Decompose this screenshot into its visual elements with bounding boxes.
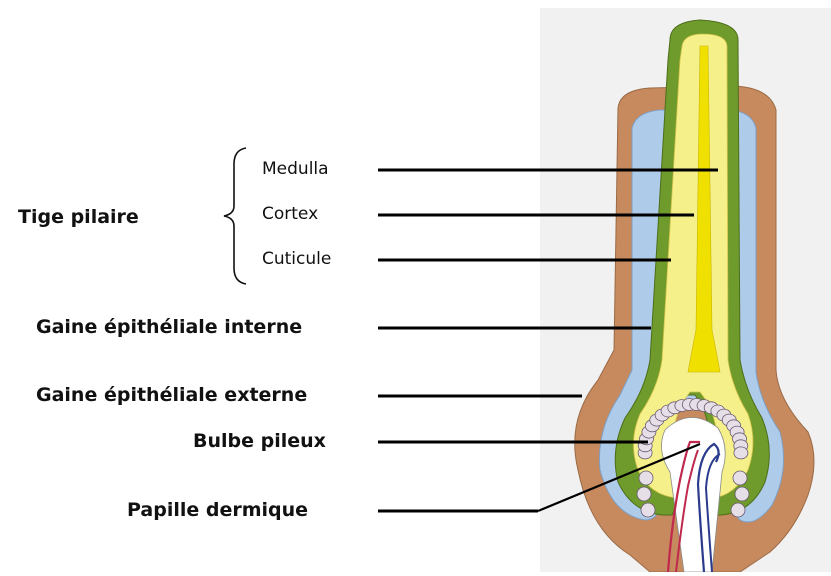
label-medulla: Medulla xyxy=(262,161,329,178)
label-tige-pilaire: Tige pilaire xyxy=(18,208,139,227)
group-brace xyxy=(224,148,246,284)
label-gaine-interne: Gaine épithéliale interne xyxy=(36,318,302,337)
bulb-cell xyxy=(637,487,651,501)
bulb-cell xyxy=(641,503,655,517)
label-papille-dermique: Papille dermique xyxy=(127,501,308,520)
bulb-cell xyxy=(735,487,749,501)
label-cortex: Cortex xyxy=(262,206,318,223)
bulb-cell xyxy=(639,471,653,485)
bulb-cell xyxy=(734,447,748,459)
label-cuticule: Cuticule xyxy=(262,251,331,268)
bulb-cell xyxy=(731,503,745,517)
label-bulbe-pileux: Bulbe pileux xyxy=(193,432,326,451)
bulb-cell xyxy=(733,471,747,485)
label-gaine-externe: Gaine épithéliale externe xyxy=(36,386,307,405)
